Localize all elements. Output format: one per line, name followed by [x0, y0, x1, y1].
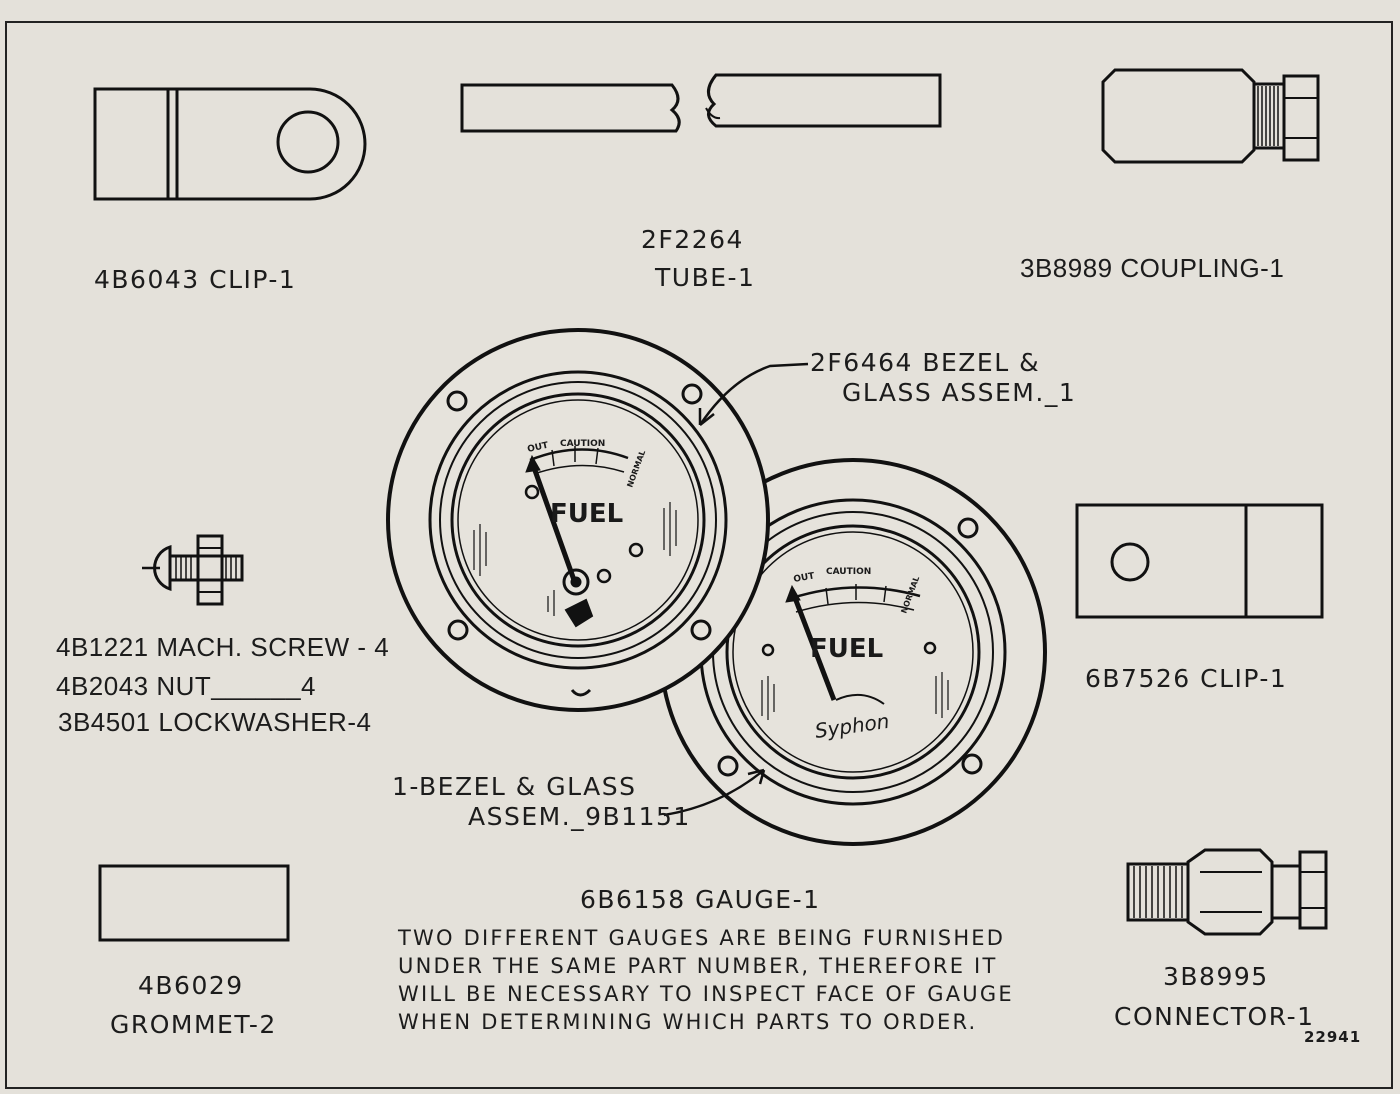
clip-right-drawing: [1075, 503, 1324, 619]
connector-part-number: 3B8995: [1163, 962, 1269, 991]
coupling-drawing: [1101, 68, 1320, 164]
bezel-screw-hole: [681, 383, 703, 405]
screw-nut-drawing: [142, 534, 244, 606]
connector-drawing: [1126, 848, 1328, 936]
leader-lines: [663, 362, 809, 817]
bezel-screw-hole: [961, 753, 983, 775]
bezel-screw-hole: [957, 517, 979, 539]
clip-top-label: 4B6043 CLIP-1: [94, 265, 297, 294]
gauge-left-fuel-label: FUEL: [550, 499, 623, 529]
tube-part-number: 2F2264: [641, 225, 744, 254]
nut-label: 4B2043 NUT______4: [56, 671, 317, 701]
bezel-bottom-label-line1: 1-BEZEL & GLASS: [392, 772, 637, 801]
tube-drawing: [460, 73, 942, 133]
lockwasher-label: 3B4501 LOCKWASHER-4: [58, 707, 372, 737]
gauge-left-drawing: [386, 328, 770, 712]
bezel-top-label-line1: 2F6464 BEZEL &: [810, 348, 1041, 377]
gauge-right-out-label: OUT: [793, 571, 816, 585]
bezel-screw-hole: [690, 619, 712, 641]
screw-label: 4B1221 MACH. SCREW - 4: [56, 632, 390, 662]
bezel-screw-hole: [446, 390, 468, 412]
gauge-note: TWO DIFFERENT GAUGES ARE BEING FURNISHED…: [398, 926, 1014, 1034]
grommet-drawing: [98, 864, 290, 942]
gauge-right-face-text: OUT CAUTION NORMAL FUEL Syphon: [793, 567, 921, 743]
sheet-border: [5, 21, 1393, 1089]
bezel-top-label-line2: GLASS ASSEM._1: [842, 378, 1077, 407]
grommet-name-label: GROMMET-2: [110, 1010, 277, 1039]
gauge-right-caution-label: CAUTION: [826, 567, 871, 577]
bezel-screw-hole: [717, 755, 739, 777]
bezel-bottom-label-line2: ASSEM._9B1151: [468, 802, 691, 831]
grommet-part-number: 4B6029: [138, 971, 244, 1000]
clip-top-drawing: [93, 87, 367, 201]
gauge-left-out-label: OUT: [527, 441, 551, 455]
bezel-screw-hole: [447, 619, 469, 641]
clip-right-label: 6B7526 CLIP-1: [1085, 664, 1288, 693]
drawing-number: 22941: [1304, 1028, 1362, 1046]
coupling-label: 3B8989 COUPLING-1: [1020, 253, 1285, 283]
gauge-left-caution-label: CAUTION: [560, 439, 605, 449]
connector-name-label: CONNECTOR-1: [1114, 1002, 1315, 1031]
tube-name-label: TUBE-1: [655, 263, 756, 292]
gauge-label: 6B6158 GAUGE-1: [580, 885, 821, 914]
gauge-right-fuel-label: FUEL: [810, 634, 883, 664]
